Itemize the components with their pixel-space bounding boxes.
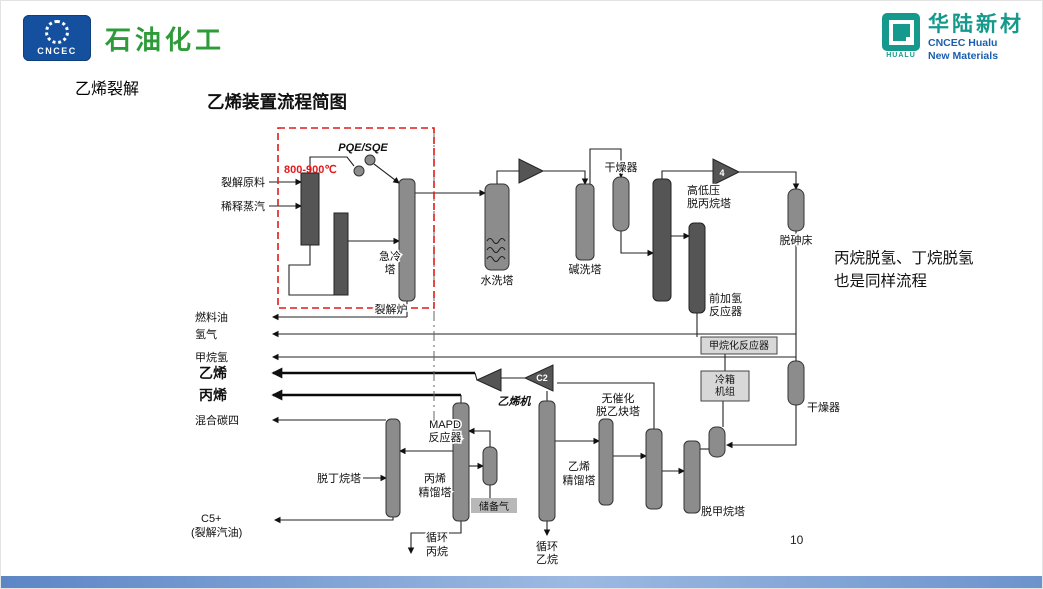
cncec-logo: CNCEC [23, 15, 91, 61]
label-temperature: 800-900℃ [284, 164, 337, 176]
footer-bar [1, 576, 1042, 588]
label-c5: C5+ [201, 513, 222, 525]
vessel-sqe-exchanger [364, 154, 376, 166]
diagram-title: 乙烯装置流程简图 [207, 92, 347, 112]
label-mixed-c4: 混合碳四 [195, 413, 239, 427]
label-furnace: 裂解炉 [375, 302, 408, 316]
vessel-mapd-reactor [482, 446, 498, 486]
vessel-deacetylene-tower [598, 418, 614, 506]
label-methane-h2: 甲烷氢 [195, 350, 228, 364]
label-hydrogen: 氢气 [195, 327, 217, 341]
vessel-dryer-right [787, 360, 805, 406]
storage-gas-tag [471, 498, 517, 513]
vessel-depropanizer [652, 178, 672, 302]
label-ethylene-col-2: 精馏塔 [563, 473, 596, 487]
label-dearsenic: 脱砷床 [780, 233, 813, 247]
vessel-dryer-top [612, 176, 630, 232]
vessel-debutanizer [385, 418, 401, 518]
hualu-logo-text: 华陆新材 CNCEC Hualu New Materials [928, 13, 1024, 63]
label-pygas: (裂解汽油) [191, 525, 242, 539]
label-debutanizer: 脱丁烷塔 [317, 471, 361, 485]
label-pqe-sqe: PQE/SQE [338, 142, 388, 154]
hualu-logo-sub: HUALU [886, 52, 916, 59]
label-recycle-ethane-2: 乙烷 [536, 552, 558, 566]
vessel-ethylene-fractionator [538, 400, 556, 522]
box-methanation-reactor [700, 336, 778, 355]
label-feed: 裂解原料 [221, 175, 265, 189]
vessel-furnace-coil-2 [333, 212, 349, 296]
page-number: 10 [790, 533, 804, 547]
gear-icon [45, 20, 69, 44]
label-demethanizer: 脱甲烷塔 [701, 504, 745, 518]
side-note-line1: 丙烷脱氢、丁烷脱氢 [834, 250, 974, 267]
hualu-name-en1: CNCEC Hualu [928, 37, 998, 49]
section-title: 乙烯裂解 [75, 81, 140, 98]
vessel-furnace-coil-1 [300, 172, 320, 246]
label-storage-gas: 储备气 [479, 500, 509, 513]
label-propylene: 丙烯 [199, 387, 227, 403]
label-caustic-wash: 碱洗塔 [569, 263, 602, 276]
label-ethylene-machine: 乙烯机 [498, 395, 532, 408]
flow-connectors [269, 131, 800, 554]
header-right: HUALU 华陆新材 CNCEC Hualu New Materials [882, 13, 1024, 63]
label-recycle-propane-1: 循环 [426, 531, 448, 544]
label-propylene-col-1: 丙烯 [424, 472, 446, 485]
hualu-name-en2: New Materials [928, 50, 999, 62]
vessel-pqe-exchanger [353, 165, 365, 177]
box-coldbox-unit [700, 370, 750, 402]
compressor-icon [518, 158, 545, 184]
equipment [277, 127, 805, 522]
label-deacetylene-1: 无催化 [602, 391, 635, 405]
hualu-name-cn: 华陆新材 [928, 13, 1024, 36]
vessel-small-drum [708, 426, 726, 458]
label-recycle-ethane-1: 循环 [536, 540, 558, 553]
label-compressor-4: 4 [719, 168, 724, 178]
c2-compressor-icon [523, 364, 554, 392]
vessel-demethanizer-2 [683, 440, 701, 514]
label-mapd-1: MAPD [429, 419, 461, 431]
label-recycle-propane-2: 丙烷 [426, 544, 448, 558]
label-fuel-oil: 燃料油 [195, 310, 228, 324]
label-coldbox-2: 机组 [715, 385, 735, 398]
label-coldbox-1: 冷箱 [715, 373, 735, 386]
label-dilution-steam: 稀释蒸汽 [221, 199, 265, 213]
side-note: 丙烷脱氢、丁烷脱氢 也是同样流程 [834, 247, 1034, 293]
label-dryer-right: 干燥器 [807, 401, 840, 414]
side-note-line2: 也是同样流程 [834, 273, 928, 290]
expander-icon [475, 368, 502, 392]
hualu-logo-icon [882, 13, 920, 51]
label-mapd-2: 反应器 [429, 430, 462, 444]
vessel-quench-tower [398, 178, 416, 302]
vessel-demethanizer-1 [645, 428, 663, 510]
vessel-caustic-wash-tower [575, 183, 595, 261]
diagram-labels: 裂解原料 稀释蒸汽 800-900℃ PQE/SQE 裂解炉 急冷 塔 水洗塔 … [191, 142, 842, 568]
label-ethylene: 乙烯 [199, 365, 227, 381]
water-wash-waves [486, 237, 506, 263]
furnace-highlight-box [277, 127, 435, 309]
brand-title: 石油化工 [105, 25, 226, 55]
label-deacetylene-2: 脱乙炔塔 [596, 404, 640, 418]
compressor-4-icon [712, 158, 741, 186]
label-quench-1: 急冷 [379, 249, 401, 263]
label-front-hydro-1: 前加氢 [709, 291, 742, 305]
cncec-logo-text: CNCEC [37, 46, 77, 56]
vessel-propylene-fractionator [452, 402, 470, 522]
label-propylene-col-2: 精馏塔 [419, 485, 452, 499]
label-methanation: 甲烷化反应器 [709, 339, 769, 352]
label-ethylene-col-1: 乙烯 [568, 460, 590, 473]
label-depropanizer-2: 脱丙烷塔 [687, 196, 731, 210]
hualu-logo: HUALU [882, 13, 920, 59]
label-front-hydro-2: 反应器 [709, 304, 742, 318]
label-dryer-top: 干燥器 [605, 161, 638, 174]
vessel-dearsenic-bed [787, 188, 805, 232]
label-c2-compressor: C2 [536, 373, 548, 383]
label-water-wash: 水洗塔 [481, 274, 514, 287]
vessel-water-wash-tower [484, 183, 510, 271]
header-left: CNCEC 石油化工 [23, 15, 225, 61]
vessel-front-hydrogenation-reactor [688, 222, 706, 314]
label-quench-2: 塔 [385, 263, 396, 276]
label-depropanizer-1: 高低压 [687, 183, 720, 197]
